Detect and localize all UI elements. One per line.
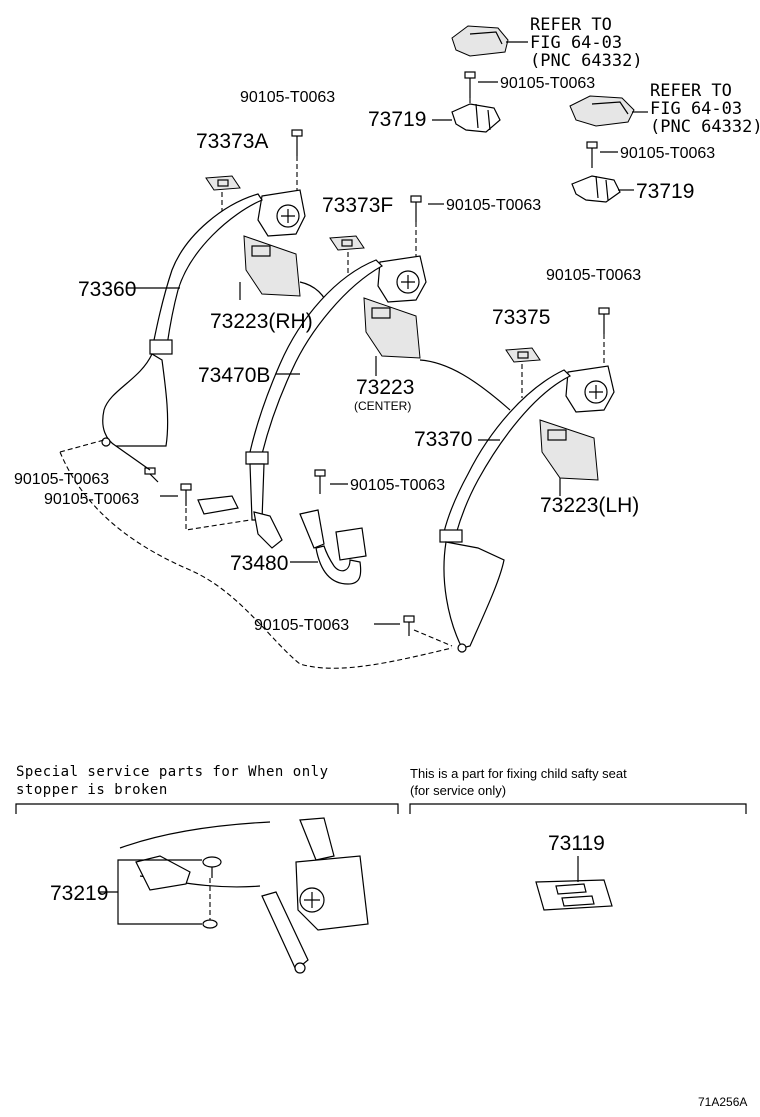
part-number-73223-center: 73223 [356, 376, 414, 399]
child-seat-bracket [409, 803, 747, 814]
bolt-icon [586, 141, 598, 168]
part-number-73219: 73219 [50, 882, 108, 905]
bolt-icon [598, 307, 610, 334]
part-number-73360: 73360 [78, 278, 136, 301]
refer-note-upper-line2: FIG 64-03 [530, 33, 622, 53]
part-number-73375: 73375 [492, 306, 550, 329]
part-number-73373A: 73373A [196, 130, 268, 153]
part-number-bolt: 90105-T0063 [620, 145, 715, 162]
buckle-73480 [253, 509, 367, 585]
part-number-73223lh: 73223(LH) [540, 494, 639, 517]
refer-note-right-line2: FIG 64-03 [650, 99, 742, 119]
escutcheon-73373F [329, 235, 365, 251]
figure-code: 71A256A [698, 1095, 747, 1109]
part-number-73373F: 73373F [322, 194, 393, 217]
part-number-bolt: 90105-T0063 [446, 197, 541, 214]
escutcheon-73373A [205, 175, 241, 191]
special-parts-note-line1: Special service parts for When only [16, 764, 329, 780]
bolt-icon [314, 469, 326, 494]
bolt-icon [180, 483, 192, 506]
buckle-left [197, 495, 239, 515]
seat-belt-73360 [101, 189, 306, 447]
part-number-bolt: 90105-T0063 [240, 89, 335, 106]
seat-belt-73370 [439, 365, 615, 653]
child-seat-note-line1: This is a part for fixing child safty se… [410, 766, 627, 781]
anchor-plate-73119 [535, 879, 613, 911]
part-number-bolt: 90105-T0063 [500, 75, 595, 92]
bolt-icon [403, 615, 415, 636]
part-number-73223rh: 73223(RH) [210, 310, 313, 333]
part-number-bolt: 90105-T0063 [350, 477, 445, 494]
bolt-icon [144, 467, 159, 483]
part-number-bolt: 90105-T0063 [546, 267, 641, 284]
bolt-icon [410, 195, 422, 222]
part-number-bolt: 90105-T0063 [254, 617, 349, 634]
refer-note-upper-line3: (PNC 64332) [530, 51, 643, 71]
part-number-73719: 73719 [636, 180, 694, 203]
refer-note-upper-line1: REFER TO [530, 15, 612, 35]
part-number-bolt: 90105-T0063 [44, 491, 139, 508]
escutcheon-73375 [505, 347, 541, 363]
bolt-icon [464, 71, 476, 98]
special-parts-bracket [15, 803, 399, 814]
bolt-icon [291, 129, 303, 156]
trim-cover-73223lh [539, 419, 599, 481]
bracket-part-upper [451, 103, 501, 133]
cover-part-upper [451, 25, 509, 57]
refer-note-right-line1: REFER TO [650, 81, 732, 101]
part-number-73470B: 73470B [198, 364, 270, 387]
part-number-73119: 73119 [548, 832, 605, 855]
part-number-73480: 73480 [230, 552, 288, 575]
part-number-73719: 73719 [368, 108, 426, 131]
bracket-part-right [571, 175, 621, 203]
center-label: (CENTER) [354, 399, 411, 413]
trim-cover-73223rh [243, 235, 301, 297]
refer-note-right-line3: (PNC 64332) [650, 117, 760, 137]
part-number-73370: 73370 [414, 428, 472, 451]
child-seat-note-line2: (for service only) [410, 783, 506, 798]
trim-cover-73223center [363, 297, 421, 359]
part-number-bolt: 90105-T0063 [14, 471, 109, 488]
stopper-assembly-73219 [119, 817, 369, 974]
special-parts-note-line2: stopper is broken [16, 782, 168, 798]
cover-part-right [569, 95, 635, 127]
seat-belt-73470B [245, 255, 427, 521]
